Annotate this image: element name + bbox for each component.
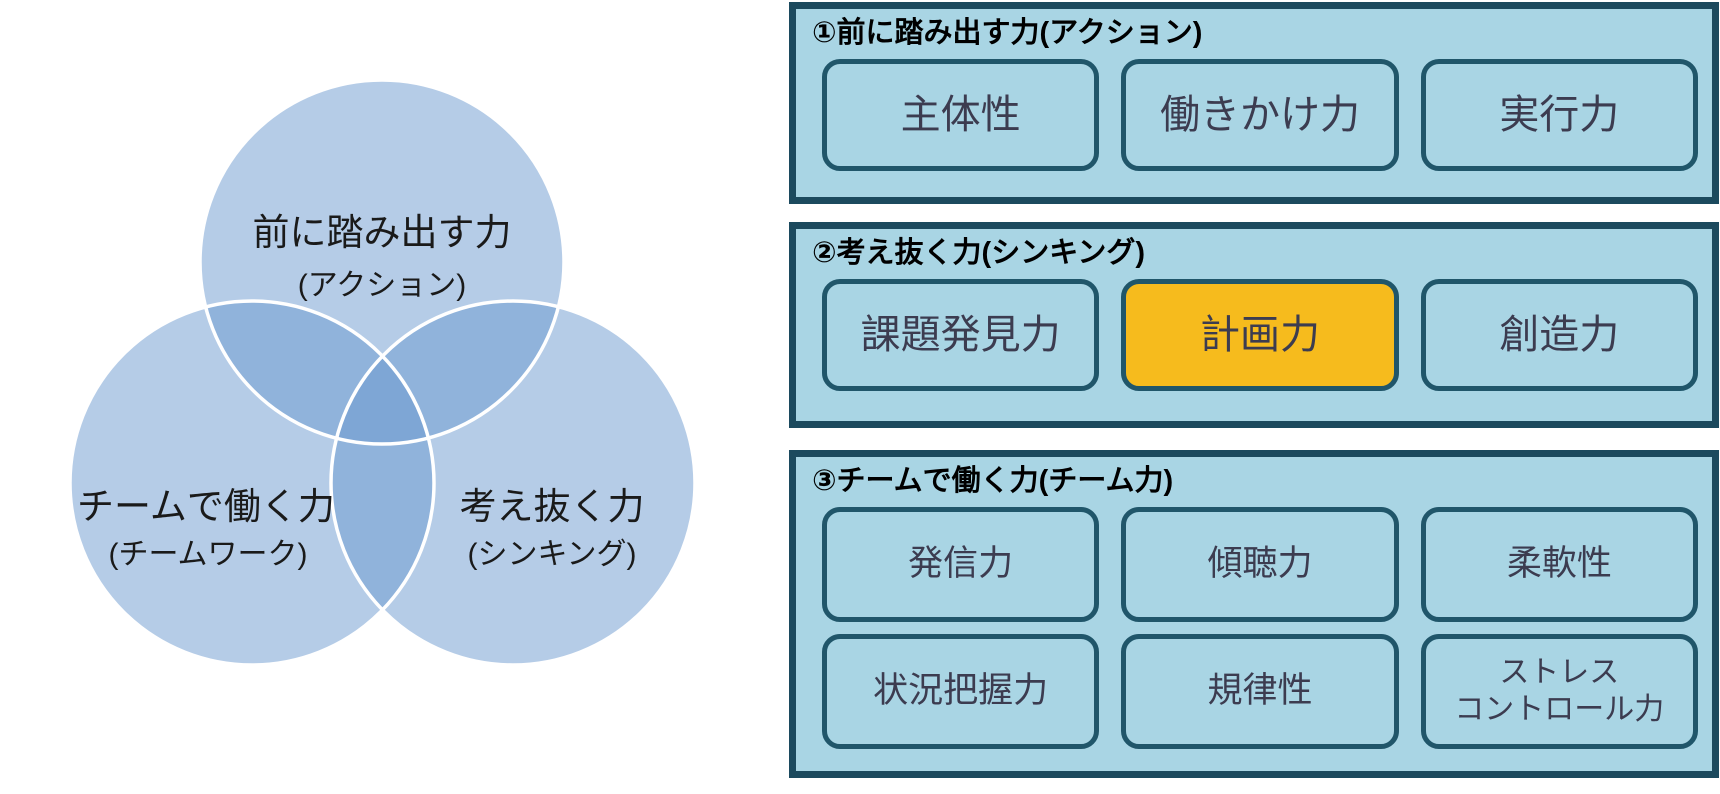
panel-action: ①前に踏み出す力(アクション) 主体性 働きかけ力 実行力	[789, 2, 1719, 204]
skill-box-stresscontrol: ストレス コントロール力	[1420, 633, 1698, 749]
venn-sublabel-action: (アクション)	[298, 269, 466, 302]
panel-action-box-row: 主体性 働きかけ力 実行力	[796, 53, 1712, 171]
panel-teamwork-box-row-1: 発信力 傾聴力 柔軟性	[796, 501, 1712, 622]
venn-outline-action	[198, 78, 566, 446]
panel-thinking: ②考え抜く力(シンキング) 課題発見力 計画力 創造力	[789, 222, 1719, 428]
venn-circle-outlines	[68, 78, 697, 667]
venn-sublabel-teamwork: (チームワーク)	[108, 538, 307, 571]
venn-diagram: 前に踏み出す力 (アクション) チームで働く力 (チームワーク) 考え抜く力 (…	[68, 78, 697, 667]
panel-teamwork-box-row-2: 状況把握力 規律性 ストレス コントロール力	[796, 622, 1712, 749]
skill-box-kiritsusei: 規律性	[1121, 633, 1399, 749]
venn-circle-thinking	[331, 301, 695, 665]
skill-box-keikaku: 計画力	[1121, 278, 1399, 391]
skill-box-keichou: 傾聴力	[1121, 506, 1399, 622]
skill-box-hasshin: 発信力	[822, 506, 1100, 622]
venn-outline-thinking	[329, 299, 697, 667]
skill-box-jikkou: 実行力	[1420, 58, 1698, 171]
skill-box-juunansei: 柔軟性	[1420, 506, 1698, 622]
skill-box-hatarakikake: 働きかけ力	[1121, 58, 1399, 171]
panel-teamwork: ③チームで働く力(チーム力) 発信力 傾聴力 柔軟性 状況把握力 規律性 ストレ…	[789, 450, 1719, 778]
skill-box-joukyouhaaku: 状況把握力	[822, 633, 1100, 749]
skill-box-souzou: 創造力	[1420, 278, 1698, 391]
panel-action-title: ①前に踏み出す力(アクション)	[812, 17, 1203, 49]
panel-thinking-box-row: 課題発見力 計画力 創造力	[796, 273, 1712, 391]
venn-outline-teamwork	[68, 299, 436, 667]
panel-teamwork-title: ③チームで働く力(チーム力)	[812, 465, 1174, 497]
panel-thinking-title: ②考え抜く力(シンキング)	[812, 237, 1145, 269]
venn-label-action: 前に踏み出す力	[253, 212, 512, 253]
venn-label-teamwork: チームで働く力	[77, 486, 335, 527]
skill-box-kadaihakken: 課題発見力	[822, 278, 1100, 391]
skill-box-shutaisei: 主体性	[822, 58, 1100, 171]
venn-circle-fills	[70, 80, 695, 665]
venn-circle-teamwork	[70, 301, 434, 665]
venn-sublabel-thinking: (シンキング)	[467, 538, 636, 571]
venn-label-thinking: 考え抜く力	[460, 486, 645, 527]
